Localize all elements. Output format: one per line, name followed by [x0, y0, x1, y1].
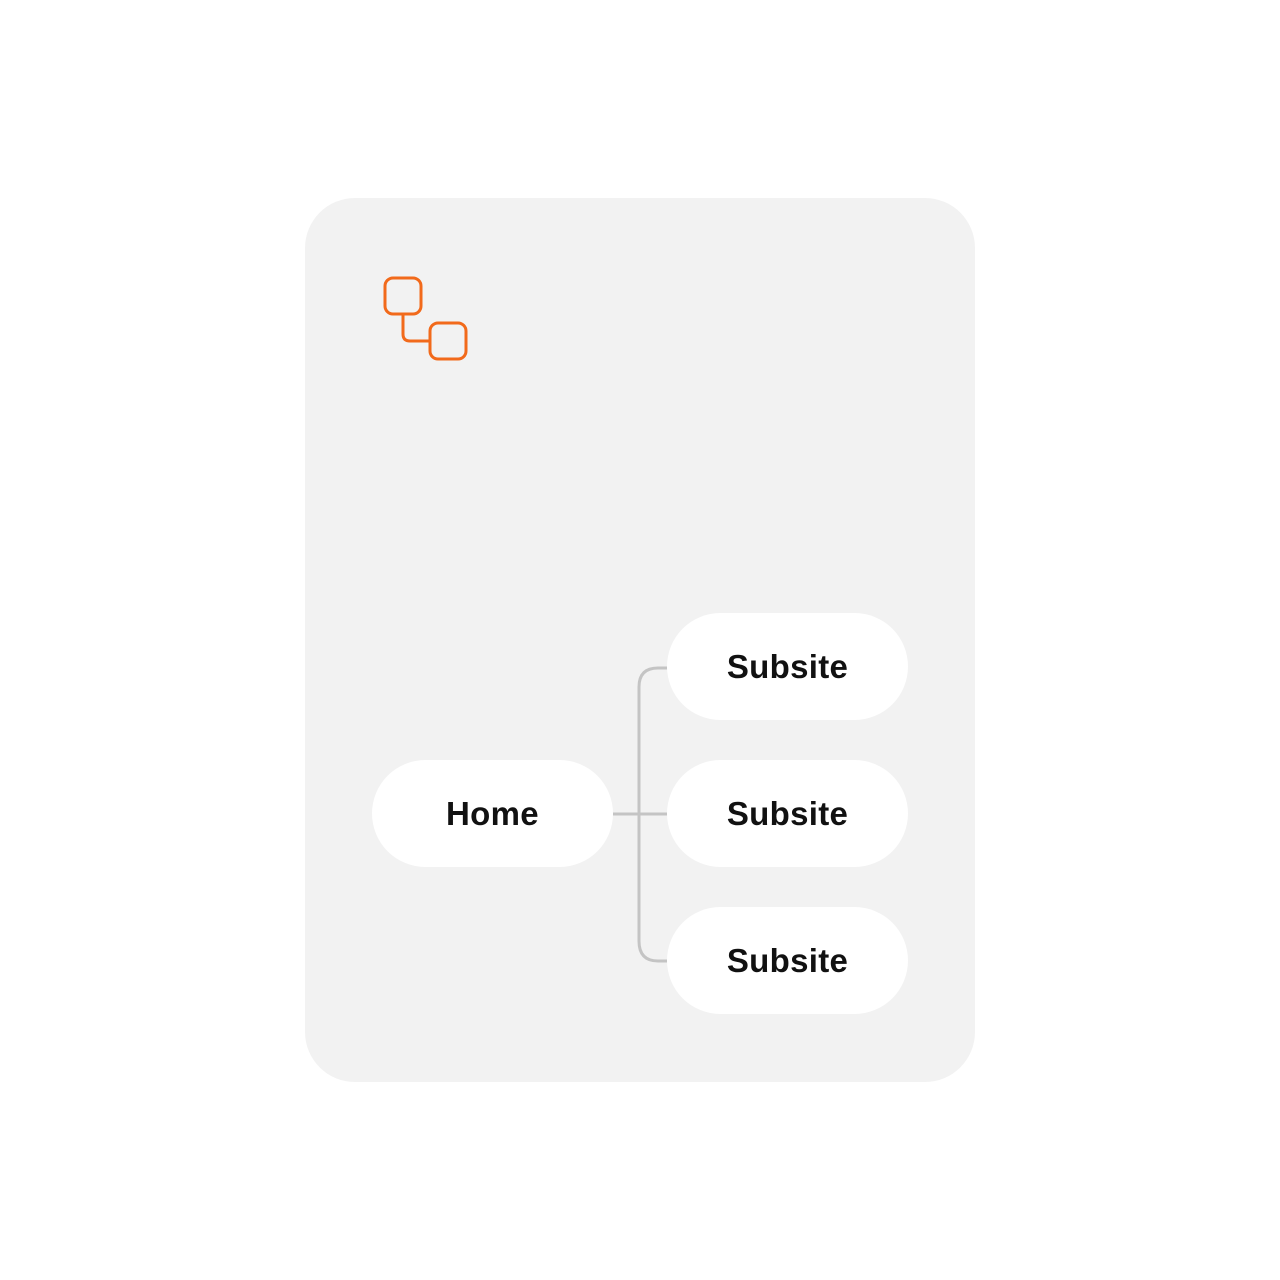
- site-hierarchy-icon: [383, 276, 468, 361]
- subsite-node-label: Subsite: [726, 941, 849, 979]
- home-node: Home: [372, 760, 613, 867]
- home-node-label: Home: [446, 794, 539, 832]
- subsite-node-1: Subsite: [667, 613, 908, 720]
- subsite-node-2: Subsite: [667, 760, 908, 867]
- subsite-node-label: Subsite: [726, 647, 849, 685]
- subsite-node-label: Subsite: [726, 794, 849, 832]
- subsite-node-3: Subsite: [667, 907, 908, 1014]
